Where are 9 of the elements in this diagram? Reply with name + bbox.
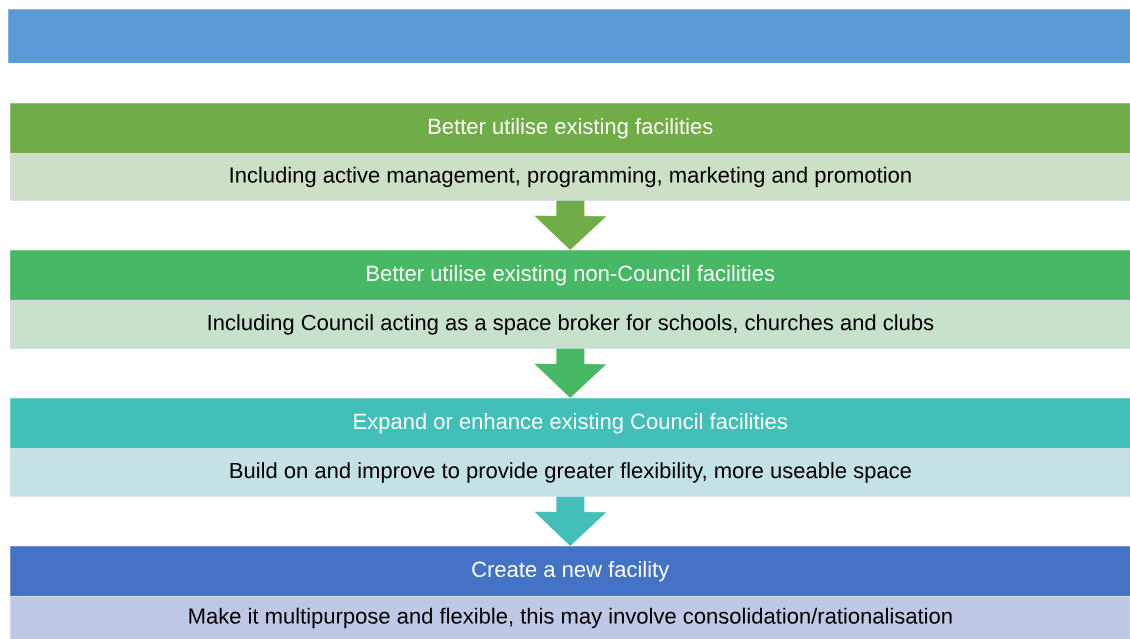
heading-band: Better utilise existing facilities (10, 103, 1130, 154)
description-band: Including Council acting as a space broker for schools, churches and clubs (10, 300, 1130, 349)
heading-band: Create a new facility (10, 546, 1130, 597)
description-band: Make it multipurpose and flexible, this may involve consolidation/rationalisation (10, 596, 1130, 639)
heading-band: Better utilise existing non-Council facilities (10, 250, 1130, 301)
description-band: Build on and improve to provide greater flexibility, more useable space (10, 448, 1130, 497)
heading-band: Expand or enhance existing Council facilities (10, 398, 1130, 449)
description-band: Including active management, programming, marketing and promotion (10, 153, 1130, 201)
banner-bar (8, 9, 1130, 64)
